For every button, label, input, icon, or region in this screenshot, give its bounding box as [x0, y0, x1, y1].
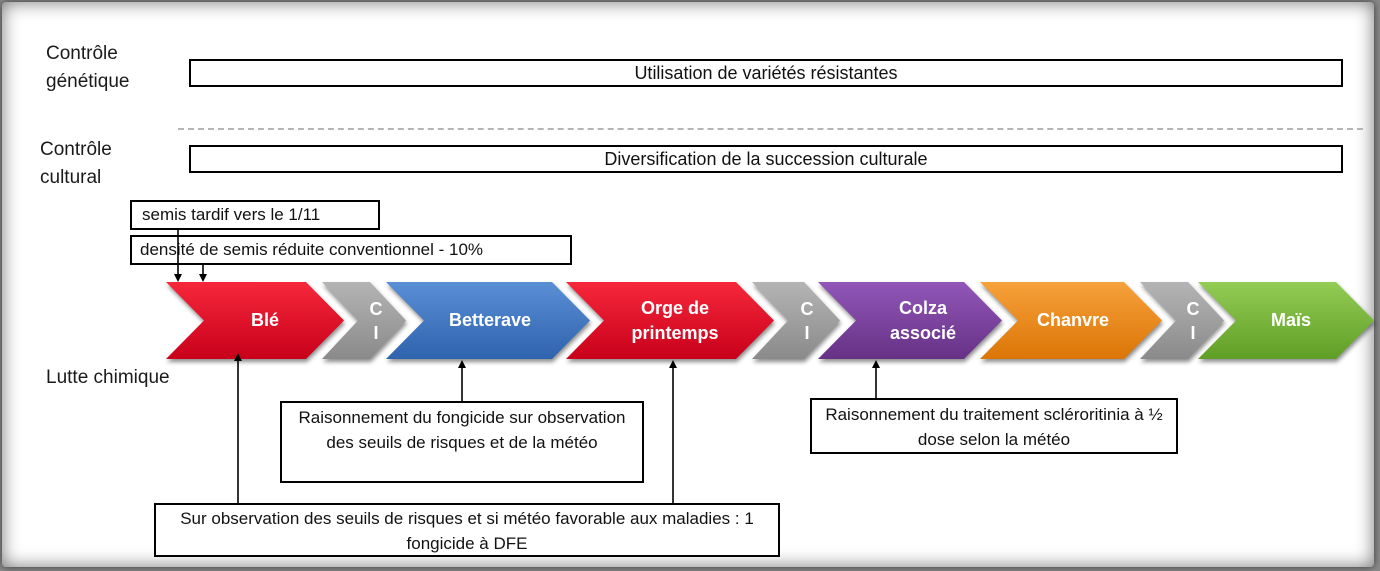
segment-label: Maïs	[1270, 310, 1312, 330]
box-fungicide-reasoning: Raisonnement du fongicide sur observatio…	[280, 401, 644, 483]
chevron-shape	[818, 282, 1002, 359]
segment-label: C I	[369, 298, 383, 343]
segment-label: Blé	[250, 310, 279, 330]
box-disease-observation: Sur observation des seuils de risques et…	[154, 503, 780, 557]
box-sclerotinia-treatment: Raisonnement du traitement scléroritinia…	[810, 398, 1178, 454]
segment-ci-1: C I	[322, 282, 406, 359]
chevron-shape	[1140, 282, 1224, 359]
segment-ble: Blé	[166, 282, 344, 359]
segment-label: Chanvre	[1036, 310, 1110, 330]
section-divider	[178, 128, 1363, 130]
segment-chanvre: Chanvre	[980, 282, 1162, 359]
segment-orge: Orge de printemps	[566, 282, 774, 359]
bar-resistant-varieties: Utilisation de variétés résistantes	[189, 59, 1343, 87]
segment-label: C I	[1186, 298, 1200, 343]
segment-colza: Colza associé	[818, 282, 1002, 359]
label-chemical-control: Lutte chimique	[46, 367, 170, 388]
segment-label: Betterave	[448, 310, 532, 330]
chevron-shape	[322, 282, 406, 359]
box-reduced-density: densité de semis réduite conventionnel -…	[130, 235, 572, 265]
chevron-shape	[1198, 282, 1374, 359]
chevron-shape	[386, 282, 590, 359]
segment-ci-2: C I	[752, 282, 840, 359]
bar-crop-diversification: Diversification de la succession cultura…	[189, 145, 1343, 173]
segment-betterave: Betterave	[386, 282, 590, 359]
chevron-shape	[566, 282, 774, 359]
label-genetic-control: Contrôle génétique	[46, 43, 130, 92]
chevron-shape	[752, 282, 840, 359]
label-cultural-control: Contrôle cultural	[40, 139, 112, 188]
segment-label: Colza associé	[889, 297, 957, 343]
segment-label: Orge de printemps	[631, 297, 719, 343]
segment-mais: Maïs	[1198, 282, 1374, 359]
chevron-shape	[166, 282, 344, 359]
segment-ci-3: C I	[1140, 282, 1224, 359]
chevron-shape	[980, 282, 1162, 359]
box-late-sowing: semis tardif vers le 1/11	[130, 200, 380, 230]
segment-label: C I	[800, 298, 814, 343]
